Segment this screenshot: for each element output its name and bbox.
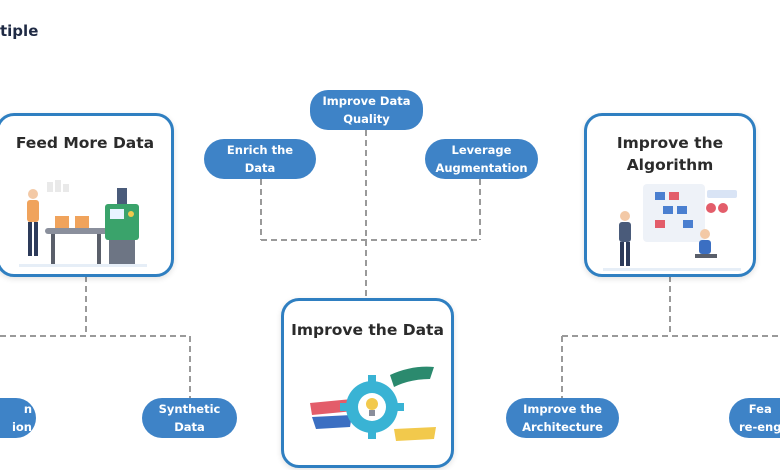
pill-feature-reengineering-partial: Fea re-eng: [729, 398, 780, 438]
card-feed-more-data: Feed More Data: [0, 113, 174, 277]
pill-enrich-line2: Data: [244, 161, 276, 175]
pill-enrich-the-data: Enrich the Data: [204, 139, 316, 179]
pill-quality-line1: Improve Data: [322, 94, 411, 108]
pill-left-partial-line2: ion: [11, 420, 32, 434]
card-title-algorithm-line2: Algorithm: [626, 156, 714, 174]
algorithm-illustration: [603, 184, 741, 271]
card-title-feed: Feed More Data: [15, 134, 155, 152]
pill-synthetic-line1: Synthetic: [158, 402, 221, 416]
pill-leverage-augmentation: Leverage Augmentation: [425, 139, 538, 179]
pill-quality-line2: Quality: [343, 112, 390, 126]
card-improve-data: Improve the Data: [281, 298, 454, 468]
pill-feature-line2: re-eng: [739, 420, 780, 434]
card-improve-algorithm: Improve the Algorithm: [584, 113, 756, 277]
pill-augment-line1: Leverage: [451, 143, 512, 157]
card-title-algorithm-line1: Improve the: [616, 134, 724, 152]
gear-lightbulb-illustration: [310, 366, 436, 441]
pill-improve-architecture: Improve the Architecture: [506, 398, 619, 438]
factory-illustration: [19, 180, 147, 267]
pill-feature-line1: Fea: [748, 402, 772, 416]
pill-architecture-line2: Architecture: [522, 420, 603, 434]
pill-architecture-line1: Improve the: [523, 402, 602, 416]
pill-left-partial-line1: n: [23, 402, 32, 416]
pill-left-partial: n ion: [0, 398, 36, 438]
pill-improve-data-quality: Improve Data Quality: [310, 90, 423, 130]
pill-augment-line2: Augmentation: [435, 161, 528, 175]
pill-synthetic-line2: Data: [174, 420, 205, 434]
brand-logo-text: tiple: [0, 22, 39, 40]
pill-enrich-line1: Enrich the: [226, 143, 294, 157]
card-title-data: Improve the Data: [291, 321, 444, 339]
pill-synthetic-data: Synthetic Data: [142, 398, 237, 438]
